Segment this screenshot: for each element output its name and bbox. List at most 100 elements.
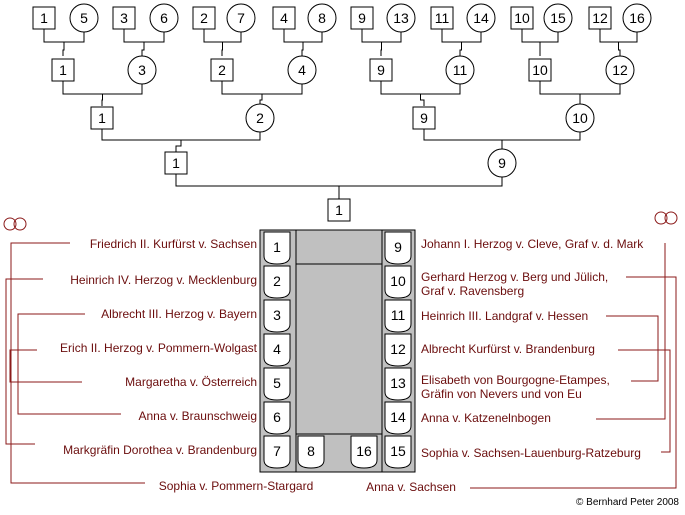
ancestor-male-label: 11 xyxy=(435,10,450,26)
shield-left-1-label: 1 xyxy=(273,239,281,255)
connector-line xyxy=(470,276,677,489)
ancestor-female-label: 7 xyxy=(237,10,245,26)
shield-bottom-8-shape xyxy=(297,435,325,469)
ancestor-male-label: 2 xyxy=(200,10,208,26)
shield-left-6-label: 6 xyxy=(273,409,281,425)
father-label: 1 xyxy=(172,155,180,171)
copyright-symbol: © xyxy=(576,497,584,508)
bottom-left-name: Sophia v. Pommern-Stargard xyxy=(159,479,314,493)
marriage-rings-right-icon xyxy=(664,211,678,225)
grandparent-female-label: 4 xyxy=(298,62,306,78)
left-name-5: Margaretha v. Österreich xyxy=(125,375,257,389)
ancestor-female-label: 5 xyxy=(80,10,88,26)
shield-left-4-label: 4 xyxy=(273,341,281,357)
parent-male-label: 1 xyxy=(98,110,106,126)
shield-right-10-shape xyxy=(384,265,412,299)
connector-line xyxy=(618,42,621,56)
grandparent-female-label: 11 xyxy=(453,62,468,78)
copyright-text: Bernhard Peter 2008 xyxy=(586,497,679,508)
connector-line xyxy=(5,278,43,445)
right-name-12: Albrecht Kurfürst v. Brandenburg xyxy=(421,342,595,356)
ancestor-male-label: 9 xyxy=(358,10,366,26)
shield-right-13-label: 13 xyxy=(390,375,406,391)
right-name-11: Heinrich III. Landgraf v. Hessen xyxy=(421,309,588,323)
copyright-notice: © Bernhard Peter 2008 xyxy=(576,497,679,508)
connector-line xyxy=(618,349,671,453)
marriage-rings-right-icon xyxy=(654,211,668,225)
shield-right-15-label: 15 xyxy=(390,443,406,459)
shield-left-3-label: 3 xyxy=(273,307,281,323)
shield-left-1-shape xyxy=(263,231,291,265)
right-name-14: Anna v. Katzenelnbogen xyxy=(421,411,551,425)
ancestor-male-label: 12 xyxy=(592,10,608,26)
connector-line xyxy=(221,81,303,95)
ancestor-male-label: 3 xyxy=(120,10,128,26)
parent-male-label: 9 xyxy=(420,110,428,126)
shield-left-5-label: 5 xyxy=(273,375,281,391)
shield-right-9-label: 9 xyxy=(394,239,402,255)
shield-right-12-shape xyxy=(384,333,412,367)
shield-left-2-shape xyxy=(263,265,291,299)
connector-line xyxy=(596,243,666,420)
connector-line xyxy=(459,42,462,56)
right-name-10: Gerhard Herzog v. Berg und Jülich, xyxy=(421,270,608,284)
ancestor-female-label: 16 xyxy=(629,10,645,26)
left-name-7: Markgräfin Dorothea v. Brandenburg xyxy=(63,443,257,457)
connector-line xyxy=(606,315,659,382)
shield-left-5-shape xyxy=(263,367,291,401)
shield-right-15-shape xyxy=(384,435,412,469)
shield-right-10-label: 10 xyxy=(390,273,406,289)
left-name-1: Friedrich II. Kurfürst v. Sachsen xyxy=(90,237,257,251)
shield-left-3-shape xyxy=(263,299,291,333)
connector-line xyxy=(101,94,103,106)
ancestor-female-label: 6 xyxy=(160,10,168,26)
grandparent-male-label: 10 xyxy=(532,62,548,78)
grandparent-male-label: 2 xyxy=(218,62,226,78)
shield-right-12-label: 12 xyxy=(390,341,406,357)
shield-left-2-label: 2 xyxy=(273,273,281,289)
shield-right-11-label: 11 xyxy=(391,307,406,323)
ancestor-female-label: 14 xyxy=(473,10,489,26)
connector-line xyxy=(62,42,65,56)
connector-line xyxy=(423,129,581,141)
connector-line xyxy=(539,81,621,95)
shield-right-9-shape xyxy=(384,231,412,265)
subject-label: 1 xyxy=(335,202,343,218)
shield-bottom-8-label: 8 xyxy=(307,443,315,459)
connector-line xyxy=(380,42,382,56)
marriage-rings-left-icon xyxy=(13,217,27,231)
shield-bottom-16-shape xyxy=(350,435,378,469)
connector-line xyxy=(380,81,461,95)
ancestor-female-label: 15 xyxy=(550,10,566,26)
shield-right-14-label: 14 xyxy=(390,409,406,425)
marriage-rings-left-icon xyxy=(3,217,17,231)
right-name-9: Johann I. Herzog v. Cleve, Graf v. d. Ma… xyxy=(421,237,644,251)
shield-left-7-shape xyxy=(263,435,291,469)
left-name-4: Erich II. Herzog v. Pommern-Wolgast xyxy=(60,341,258,355)
connector-line xyxy=(17,313,121,415)
right-name-15: Sophia v. Sachsen-Lauenburg-Ratzeburg xyxy=(421,446,641,460)
grandparent-male-label: 1 xyxy=(59,62,67,78)
shield-right-14-shape xyxy=(384,401,412,435)
right-name-13: Elisabeth von Bourgogne-Etampes, xyxy=(421,373,610,387)
mother-label: 9 xyxy=(498,155,506,171)
connector-line xyxy=(301,42,304,56)
shield-right-13-shape xyxy=(384,367,412,401)
connector-line xyxy=(175,140,182,152)
connector-line xyxy=(141,42,145,56)
shield-bottom-16-label: 16 xyxy=(356,443,372,459)
connector-line xyxy=(259,94,263,106)
grandparent-female-label: 12 xyxy=(612,62,628,78)
connector-line xyxy=(62,81,143,95)
bottom-right-name: Anna v. Sachsen xyxy=(366,480,456,494)
connector-line xyxy=(175,174,503,187)
ancestor-female-label: 13 xyxy=(393,10,409,26)
grandparent-female-label: 3 xyxy=(138,62,146,78)
connector-line xyxy=(101,129,261,141)
ancestor-male-label: 4 xyxy=(280,10,288,26)
ancestor-male-label: 10 xyxy=(514,10,530,26)
connector-line xyxy=(221,42,223,56)
connector-line xyxy=(10,242,145,484)
